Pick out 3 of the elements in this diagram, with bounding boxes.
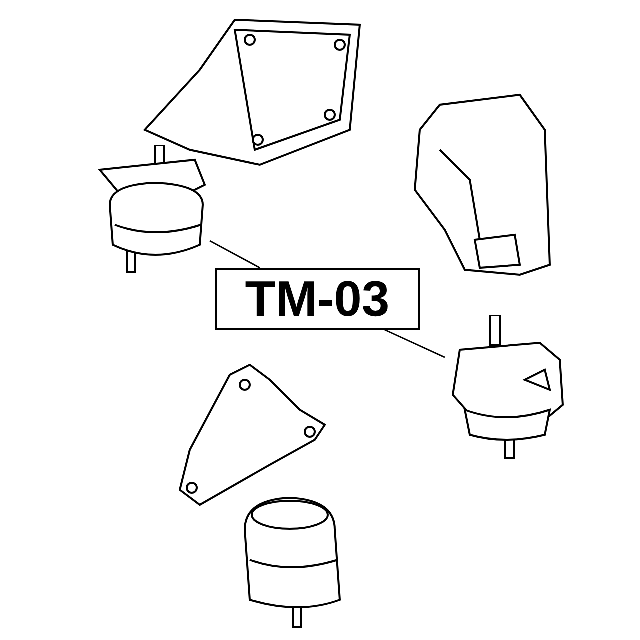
leader-line [210,240,260,269]
part-number-label: TM-03 [215,268,420,330]
leader-line [384,329,446,358]
